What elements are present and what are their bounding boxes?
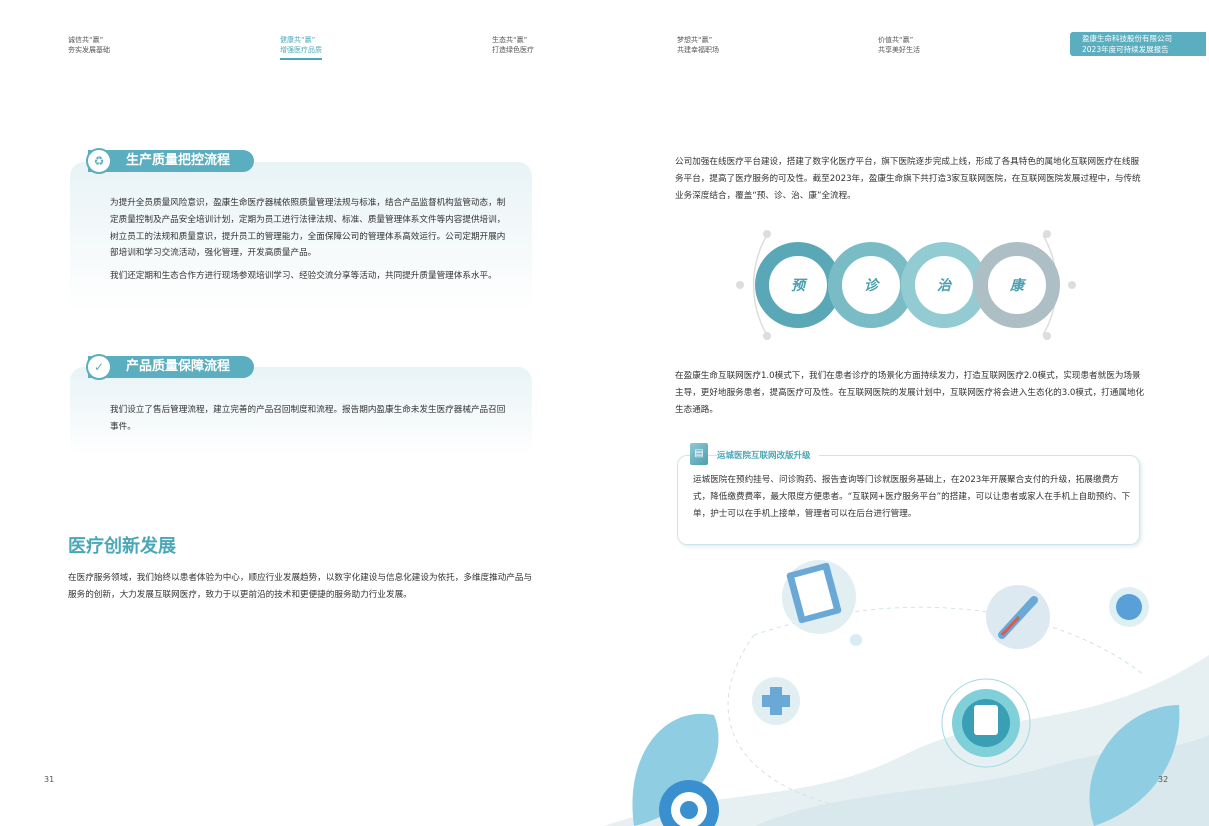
nav-tab-line2: 共建幸福职场 (677, 46, 719, 54)
nav-tab-line1: 价值共“赢” (878, 36, 914, 44)
report-badge: 盈康生命科技股份有限公司 2023年度可持续发展报告 (1070, 32, 1206, 56)
section2-card (70, 367, 532, 457)
nav-tab-line1: 生态共“赢” (492, 36, 528, 44)
section1-card (70, 162, 532, 312)
page-number-right: 32 (1158, 775, 1169, 784)
nav-tab-line2: 打造绿色医疗 (492, 46, 534, 54)
section2-title-pill: ✓ 产品质量保障流程 (86, 354, 254, 380)
recycle-icon: ♻ (86, 148, 112, 174)
document-icon: ▤ (690, 443, 708, 465)
medical-illustration (604, 560, 1209, 826)
innovation-paragraph: 在医疗服务领域，我们始终以患者体验为中心，顺应行业发展趋势，以数字化建设与信息化… (68, 573, 533, 600)
section1-paragraph: 我们还定期和生态合作方进行现场参观培训学习、经验交流分享等活动，共同提升质量管理… (110, 271, 497, 281)
innovation-heading: 医疗创新发展 (68, 536, 176, 557)
process-label: 治 (937, 277, 953, 294)
process-label: 诊 (864, 277, 881, 294)
nav-tab-line2: 夯实发展基础 (68, 46, 110, 54)
right-paragraph1: 公司加强在线医疗平台建设，搭建了数字化医疗平台，旗下医院逐步完成上线，形成了各具… (675, 157, 1141, 201)
nav-tab-2[interactable]: 健康共“赢” 增强医疗品质 (280, 35, 322, 60)
process-label: 康 (1009, 277, 1027, 294)
nav-tab-4[interactable]: 梦想共“赢” 共建幸福职场 (677, 35, 719, 55)
case-box (677, 455, 1140, 545)
case-text: 运城医院在预约挂号、问诊购药、报告查询等门诊就医服务基础上，在2023年开展聚合… (693, 475, 1131, 519)
right-paragraph2: 在盈康生命互联网医疗1.0模式下，我们在患者诊疗的场景化方面持续发力，打造互联网… (675, 371, 1145, 415)
nav-tab-5[interactable]: 价值共“赢” 共享美好生活 (878, 35, 920, 55)
process-circles-diagram: 预诊治康 (736, 230, 1076, 340)
nav-tab-3[interactable]: 生态共“赢” 打造绿色医疗 (492, 35, 534, 55)
company-name: 盈康生命科技股份有限公司 (1082, 34, 1172, 43)
shield-icon: ✓ (86, 354, 112, 380)
case-title: 运城医院互联网改版升级 (717, 449, 819, 461)
report-title: 2023年度可持续发展报告 (1082, 45, 1169, 54)
section1-title-pill: ♻ 生产质量把控流程 (86, 148, 254, 174)
nav-tab-line2: 共享美好生活 (878, 46, 920, 54)
heart-icon (1116, 594, 1142, 620)
nav-tab-line2: 增强医疗品质 (280, 46, 322, 54)
process-ring (974, 242, 1060, 328)
section1-paragraph: 为提升全员质量风险意识，盈康生命医疗器械依照质量管理法规与标准，结合产品监督机构… (110, 198, 506, 259)
page-number-left: 31 (44, 775, 55, 784)
nav-tab-1[interactable]: 诚信共“赢” 夯实发展基础 (68, 35, 110, 55)
nav-tab-line1: 梦想共“赢” (677, 36, 713, 44)
section2-paragraph: 我们设立了售后管理流程，建立完善的产品召回制度和流程。报告期内盈康生命未发生医疗… (110, 405, 506, 432)
nav-tab-line1: 诚信共“赢” (68, 36, 104, 44)
section2-title: 产品质量保障流程 (126, 359, 231, 374)
section1-title: 生产质量把控流程 (126, 153, 231, 168)
nav-tab-line1: 健康共“赢” (280, 36, 316, 44)
process-label: 预 (791, 278, 808, 294)
